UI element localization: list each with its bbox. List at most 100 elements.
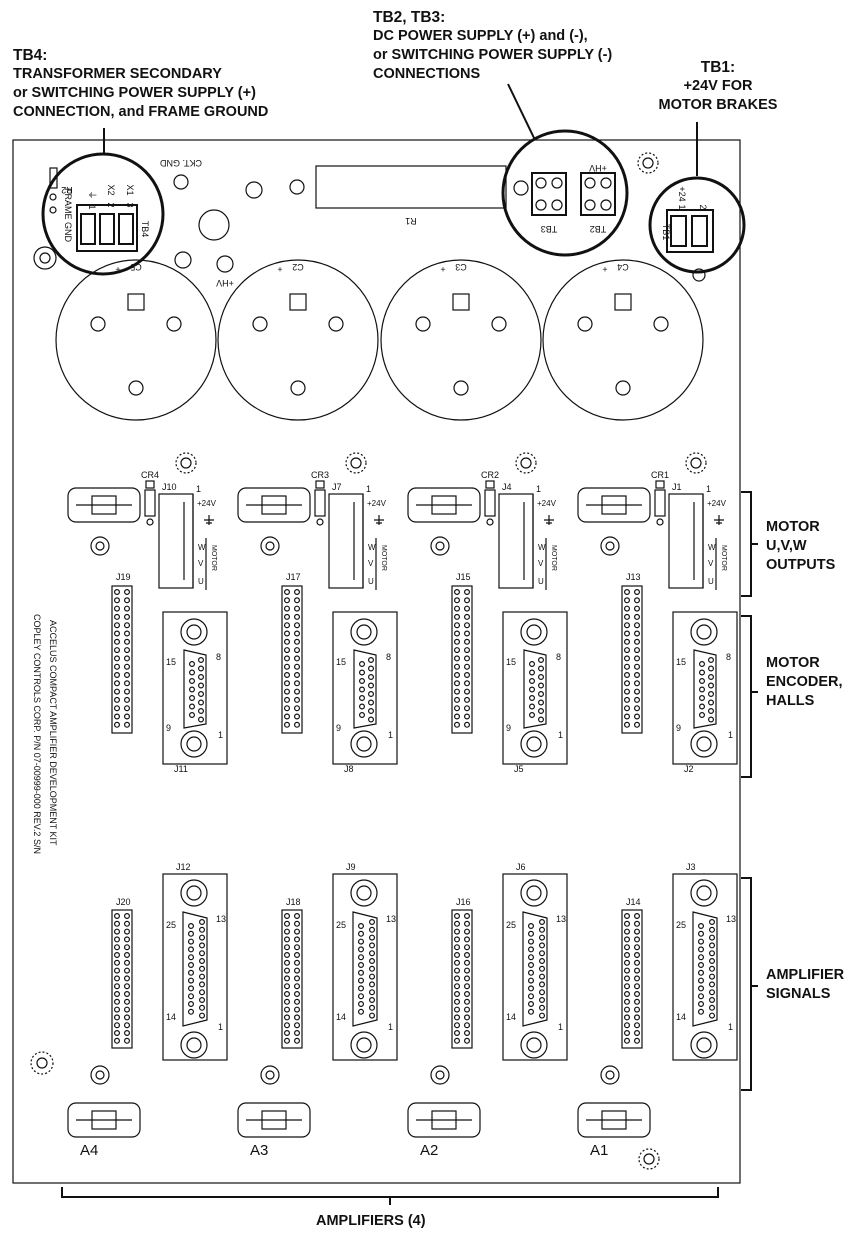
motor-pin-label: V: [368, 559, 374, 568]
header-pin: [464, 638, 471, 645]
motor-pin-label: 1: [706, 484, 711, 494]
header-pin: [633, 983, 640, 990]
db15-pin-label: 15: [166, 657, 176, 667]
header-label: J19: [116, 572, 131, 582]
diode-label: CR3: [311, 470, 329, 480]
db25-pin: [538, 965, 545, 972]
diode-label: CR1: [651, 470, 669, 480]
header-pin: [113, 671, 120, 678]
tb2-pin: [600, 199, 612, 211]
header-pin: [454, 944, 461, 951]
header-pin: [633, 605, 640, 612]
db15-pin-label: 9: [676, 723, 681, 733]
tb4-num-label: 3: [125, 202, 135, 207]
db25-pin: [697, 938, 704, 945]
db15-pin: [189, 660, 196, 667]
motor-outputs-line: U,V,W: [766, 538, 807, 554]
motor-connector-j7: [328, 493, 364, 589]
db-screw-inner: [696, 736, 712, 752]
header-pin: [284, 959, 291, 966]
db25-pin: [538, 989, 545, 996]
db25-pin: [188, 993, 195, 1000]
header-pin: [464, 920, 471, 927]
db-screw: [180, 1031, 208, 1059]
db25-pin-label: 25: [676, 920, 686, 930]
db-screw: [520, 618, 548, 646]
db15-j8: [332, 611, 398, 765]
db15-j5: [502, 611, 568, 765]
header-pin: [123, 920, 130, 927]
db15-pin-label: 9: [166, 723, 171, 733]
db-screw: [350, 730, 378, 758]
db25-pin: [358, 993, 365, 1000]
db25-pin: [199, 950, 206, 957]
db15-pin: [698, 686, 705, 693]
db15-pin: [537, 673, 544, 680]
header-pin: [294, 1029, 301, 1036]
header-pin: [284, 928, 291, 935]
screw-hole: [600, 1065, 620, 1085]
db15-pin: [707, 716, 714, 723]
screw-hole: [600, 536, 620, 556]
board-outline: [12, 139, 741, 1184]
capacitor-pad: [453, 380, 469, 396]
header-pin: [454, 605, 461, 612]
header-pin: [623, 605, 630, 612]
tb1-callout-line: MOTOR BRAKES: [658, 97, 778, 113]
capacitor-polarity: +: [602, 264, 607, 274]
header-pin: [633, 622, 640, 629]
header-pin: [464, 605, 471, 612]
header-pin: [284, 696, 291, 703]
db15-pin: [189, 669, 196, 676]
header-pin: [284, 622, 291, 629]
db-screw: [520, 1031, 548, 1059]
header-pin: [284, 951, 291, 958]
header-pin: [123, 622, 130, 629]
db25-pin: [538, 996, 545, 1003]
header-pin: [623, 944, 630, 951]
motor-encoder-callout: MOTOR ENCODER, HALLS: [766, 654, 843, 711]
capacitor-pad: [577, 316, 593, 332]
db25-pin: [199, 1004, 206, 1011]
tb3-pin: [551, 199, 563, 211]
db25-pin: [369, 981, 376, 988]
db15-pin: [537, 707, 544, 714]
header-pin: [623, 1022, 630, 1029]
db15-label: J5: [514, 764, 524, 774]
header-pin: [284, 613, 291, 620]
header-pin: [633, 647, 640, 654]
tb2-tb3-callout-heading: TB2, TB3:: [373, 9, 446, 26]
header-pin: [123, 1029, 130, 1036]
db15-pin: [359, 669, 366, 676]
db15-pin: [368, 707, 375, 714]
header-pin: [284, 990, 291, 997]
header-pin: [113, 983, 120, 990]
header-pin: [623, 990, 630, 997]
header-pin: [464, 1006, 471, 1013]
standoff-bracket: [577, 1102, 651, 1138]
header-pin: [633, 1037, 640, 1044]
db25-pin: [199, 965, 206, 972]
header-pin: [623, 680, 630, 687]
header-pin: [294, 920, 301, 927]
header-pin: [464, 688, 471, 695]
motor-pin-label: 1: [196, 484, 201, 494]
db-screw-inner: [696, 885, 712, 901]
db15-pin: [528, 677, 535, 684]
header-pin: [113, 638, 120, 645]
header-pin: [633, 951, 640, 958]
header-pin: [284, 912, 291, 919]
frame-gnd-label: FRAME GND: [63, 188, 73, 243]
header-pin: [123, 663, 130, 670]
capacitor-pad: [90, 316, 106, 332]
motor-encoder-bracket: [741, 615, 752, 778]
header-pin: [123, 944, 130, 951]
tb1-pin-label: 1: [677, 204, 687, 209]
db15-pin-label: 9: [336, 723, 341, 733]
header-pin: [113, 990, 120, 997]
motor-outputs-callout: MOTOR U,V,W OUTPUTS: [766, 518, 835, 575]
header-label: J15: [456, 572, 471, 582]
header-pin: [294, 696, 301, 703]
header-pin: [113, 928, 120, 935]
header-pin: [464, 944, 471, 951]
